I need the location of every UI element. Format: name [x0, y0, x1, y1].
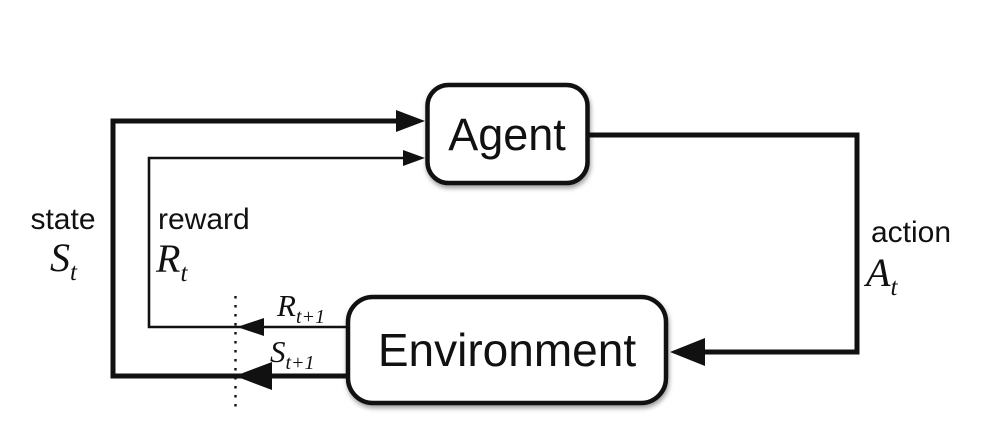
- agent-box: [425, 82, 590, 186]
- next-state-letter: S: [270, 334, 286, 369]
- next-reward-symbol: Rt+1: [276, 288, 325, 328]
- reward-word-label: reward: [158, 203, 250, 236]
- action-symbol: At: [863, 250, 898, 301]
- reward-symbol-letter: R: [155, 236, 180, 281]
- action-symbol-letter: A: [863, 250, 891, 295]
- reward-into-agent-arrowhead: [403, 150, 425, 166]
- next-reward-arrowhead: [237, 318, 264, 336]
- state-into-agent-arrowhead: [396, 110, 425, 132]
- action-symbol-subscript: t: [890, 274, 898, 301]
- action-into-environment-arrowhead: [670, 338, 705, 366]
- agent-label: Agent: [448, 109, 566, 160]
- state-symbol-subscript: t: [70, 259, 78, 286]
- action-word-label: action: [871, 216, 951, 249]
- action-flow-line: [588, 132, 860, 355]
- state-symbol-letter: S: [50, 235, 70, 280]
- reward-symbol-subscript: t: [180, 260, 188, 287]
- state-word-label: state: [30, 203, 95, 236]
- state-flow-line: [110, 118, 400, 379]
- environment-box: [345, 294, 669, 406]
- environment-label: Environment: [378, 324, 636, 376]
- next-reward-subscript: t+1: [296, 306, 325, 328]
- state-symbol: St: [50, 235, 78, 286]
- next-state-symbol: St+1: [270, 334, 315, 374]
- next-reward-letter: R: [276, 288, 296, 323]
- reward-symbol: Rt: [155, 236, 188, 287]
- next-state-arrowhead: [235, 362, 272, 390]
- next-state-subscript: t+1: [286, 352, 315, 374]
